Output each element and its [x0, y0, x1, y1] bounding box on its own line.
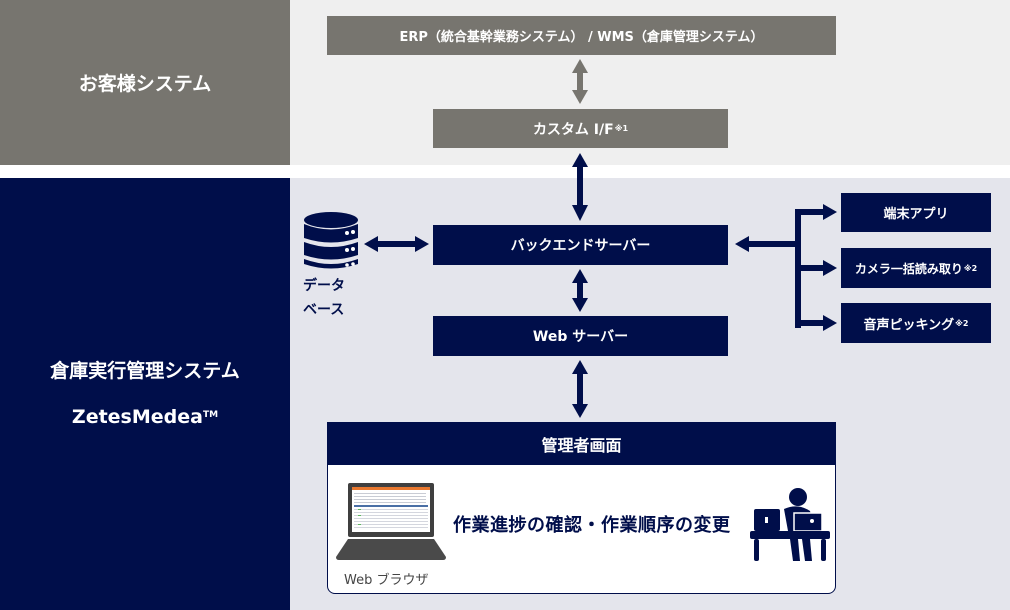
erp-wms-label: ERP（統合基幹業務システム） / WMS（倉庫管理システム） [399, 30, 764, 45]
web-server-box: Web サーバー [433, 316, 728, 356]
product-name: ZetesMedeaTM [72, 393, 218, 439]
footnote-1-mark: ※1 [614, 124, 629, 133]
trademark-mark: TM [202, 410, 219, 420]
product-name-text: ZetesMedea [71, 406, 203, 428]
admin-screen-description: 作業進捗の確認・作業順序の変更 [453, 515, 731, 536]
device-terminal-app-label: 端末アプリ [883, 207, 949, 222]
web-browser-label: Web ブラウザ [344, 573, 429, 588]
admin-screen-panel: 管理者画面 作業進捗の確認・作業順序の変更 Web ブラウザ [327, 422, 836, 594]
database-label: データ ベース [303, 274, 363, 322]
admin-screen-title: 管理者画面 [541, 436, 622, 455]
device-camera-batch-read-label: カメラ一括読み取り [854, 261, 963, 276]
device-terminal-app-box: 端末アプリ [841, 193, 991, 232]
laptop-icon [336, 483, 446, 560]
device-voice-picking-label: 音声ピッキング [863, 317, 955, 333]
admin-person-at-desk-icon [750, 488, 830, 561]
customer-system-title: お客様システム [78, 73, 212, 95]
backend-server-box: バックエンドサーバー [433, 225, 728, 265]
database-label-line2: ベース [303, 302, 345, 318]
web-server-label: Web サーバー [532, 329, 629, 345]
backend-server-label: バックエンドサーバー [510, 238, 651, 254]
footnote-2-mark: ※2 [955, 318, 969, 328]
wes-system-title: 倉庫実行管理システム [50, 360, 240, 382]
custom-interface-box: カスタム I/F※1 [433, 109, 728, 148]
footnote-2-mark: ※2 [963, 263, 978, 273]
wes-system-label: 倉庫実行管理システム ZetesMedeaTM [0, 178, 290, 610]
admin-screen-header: 管理者画面 [328, 423, 835, 465]
custom-interface-label: カスタム I/F [532, 121, 614, 138]
erp-wms-box: ERP（統合基幹業務システム） / WMS（倉庫管理システム） [327, 16, 836, 55]
database-icon [304, 212, 358, 269]
device-camera-batch-read-box: カメラ一括読み取り※2 [841, 248, 991, 288]
device-voice-picking-box: 音声ピッキング※2 [841, 303, 991, 343]
database-label-line1: データ [303, 278, 345, 294]
customer-system-label: お客様システム [0, 0, 290, 165]
